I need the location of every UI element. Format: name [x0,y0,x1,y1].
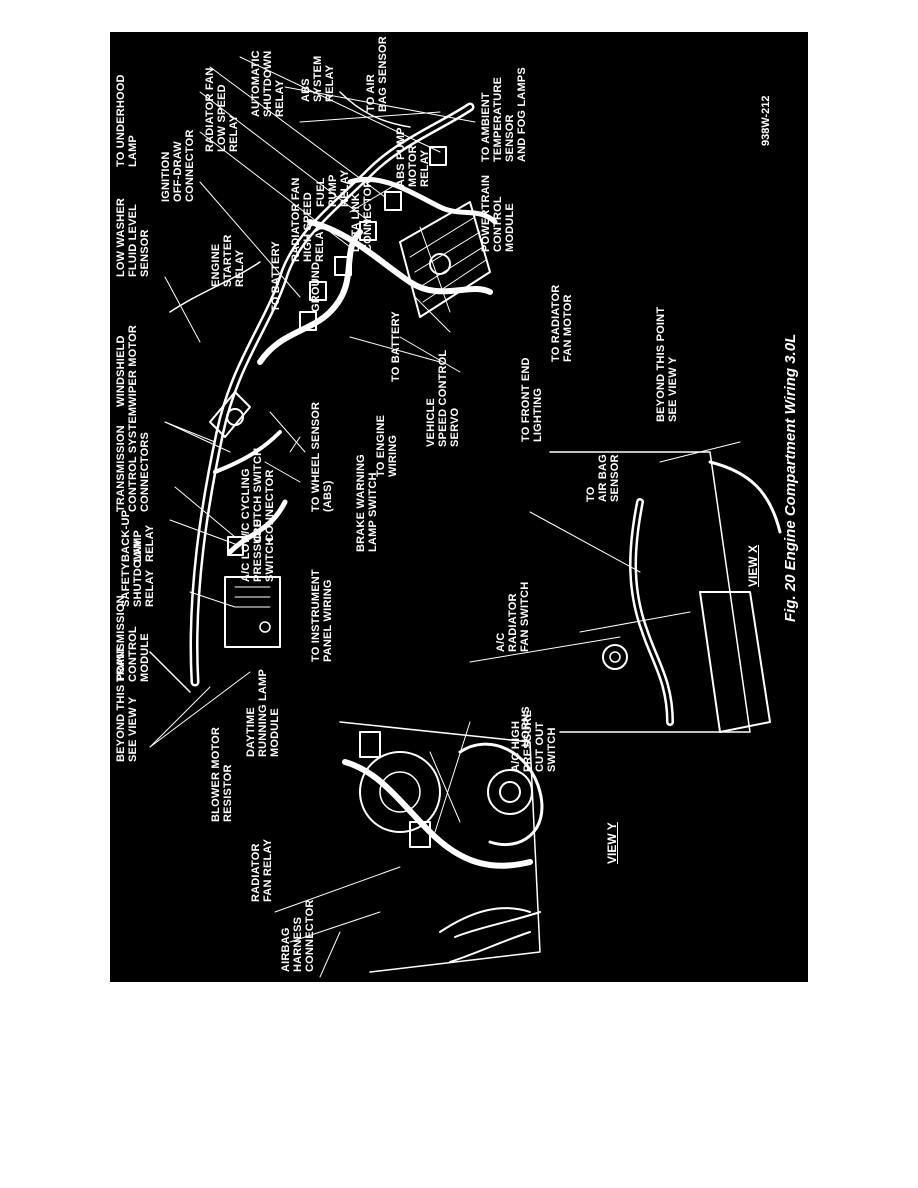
label-daytime-running: DAYTIME RUNNING LAMP MODULE [245,669,281,757]
viewx-switch-inner [609,651,621,663]
viewy-wires [449,911,541,963]
viewy-relay-1 [409,821,431,848]
relay-5 [359,221,377,241]
label-airbag-harness: AIRBAG HARNESS CONNECTOR [280,899,316,973]
label-to-underhood-lamp: TO UNDERHOOD LAMP [115,74,139,167]
viewy-frame [339,721,541,973]
label-automatic-shutdown: AUTOMATIC SHUTDOWN RELAY [250,50,286,117]
wiper-motor [209,391,251,438]
wiper-motor-hub [226,408,244,426]
viewy-pulley [359,751,441,833]
label-ground: GROUND [310,261,322,312]
body-line-2 [339,91,411,128]
label-beyond-this-point-x: BEYOND THIS POINT SEE VIEW Y [655,306,679,422]
label-to-radiator-fan-motor: TO RADIATOR FAN MOTOR [550,284,574,362]
branch-harness-5 [213,430,282,474]
label-brake-warning: BRAKE WARNING LAMP SWITCH [355,454,379,552]
viewx-switch [602,644,628,670]
diagram-plate: 938W-212 Fig. 20 Engine Compartment Wiri… [110,32,808,982]
engine-wiring-illustration [149,56,782,978]
label-ac-high-pressure: A/C HIGH PRESSURE CUT OUT SWITCH [510,709,558,772]
relay-6 [384,191,402,211]
leader-lines [149,56,741,978]
branch-harness [257,229,363,365]
viewy-fan [439,907,531,933]
branch-harness-3 [347,176,498,225]
label-beyond-this-point-y: BEYOND THIS POINT SEE VIEW Y [115,646,139,762]
label-to-battery-1: TO BATTERY [270,241,282,312]
viewx-harness-core [631,500,672,724]
label-layer: 938W-212 Fig. 20 Engine Compartment Wiri… [110,32,808,982]
label-low-washer: LOW WASHER FLUID LEVEL SENSOR [115,198,151,277]
label-data-link: DATA LINK CONNECTOR [350,179,374,253]
label-ignition-off-draw: IGNITION OFF-DRAW CONNECTOR [160,129,196,203]
relay-3 [309,281,327,301]
label-radiator-fan-high: RADIATOR FAN HIGH SPEED RELAY [290,177,326,263]
viewx-fan [708,460,782,534]
label-abs-pump-motor: ABS PUMP MOTOR RELAY [395,127,431,187]
relay-2 [299,311,317,331]
body-line-3 [149,651,191,693]
relay-4 [334,256,352,276]
label-horns: HORNS [520,706,532,747]
label-to-air-bag-sensor-x: TO AIR BAG SENSOR [585,454,621,502]
body-line-1 [169,261,261,313]
label-to-wheel-sensor: TO WHEEL SENSOR (ABS) [310,401,334,512]
label-transmission-control-system: TRANSMISSION CONTROL SYSTEM CONNECTORS [115,406,151,512]
label-vehicle-speed: VEHICLE SPEED CONTROL SERVO [425,349,461,447]
figure-caption: Fig. 20 Engine Compartment Wiring 3.0L [782,333,799,622]
label-abs-system-relay: ABS SYSTEM RELAY [300,55,336,102]
label-radiator-fan-low: RADIATOR FAN LOW SPEED RELAY [204,67,240,153]
viewy-horn-inner [499,781,521,803]
label-to-battery-2: TO BATTERY [390,311,402,382]
label-radiator-fan-relay: RADIATOR FAN RELAY [250,838,274,902]
main-harness-core [192,105,472,684]
tcm-box [224,576,281,648]
label-engine-starter: ENGINE STARTER RELAY [210,234,246,287]
radiator-outline [399,201,491,318]
label-to-instrument-panel: TO INSTRUMENT PANEL WIRING [310,569,334,662]
label-to-front-end: TO FRONT END LIGHTING [520,357,544,442]
label-windshield-wiper: WINDSHIELD WIPER MOTOR [115,324,139,407]
label-to-air-bag-sensor: TO AIR BAG SENSOR [365,36,389,112]
tcm-screw [259,621,271,633]
branch-harness-4 [227,499,288,555]
figure-ref-code: 938W-212 [760,95,772,146]
battery-cap [429,253,451,275]
label-blower-motor: BLOWER MOTOR RESISTOR [210,726,234,822]
label-ac-radiator-fan-switch: A/C RADIATOR FAN SWITCH [495,581,531,652]
viewy-relay-2 [359,731,381,758]
label-to-ambient: TO AMBIENT TEMPERATURE SENSOR AND FOG LA… [480,67,528,162]
radiator-grid [409,216,487,303]
tcm-fins [234,586,271,608]
viewy-horn-body [458,742,544,847]
view-x-label: VIEW X [746,544,760,587]
label-powertrain: POWERTRAIN CONTROL MODULE [480,174,516,252]
viewy-pulley-inner [379,771,421,813]
label-ac-low-pressure: A/C LOW PRESSURE SWITCH [240,519,276,582]
relay-7 [429,146,447,166]
view-y-label: VIEW Y [605,822,619,864]
viewy-horn [487,769,533,815]
viewx-block [699,591,771,733]
